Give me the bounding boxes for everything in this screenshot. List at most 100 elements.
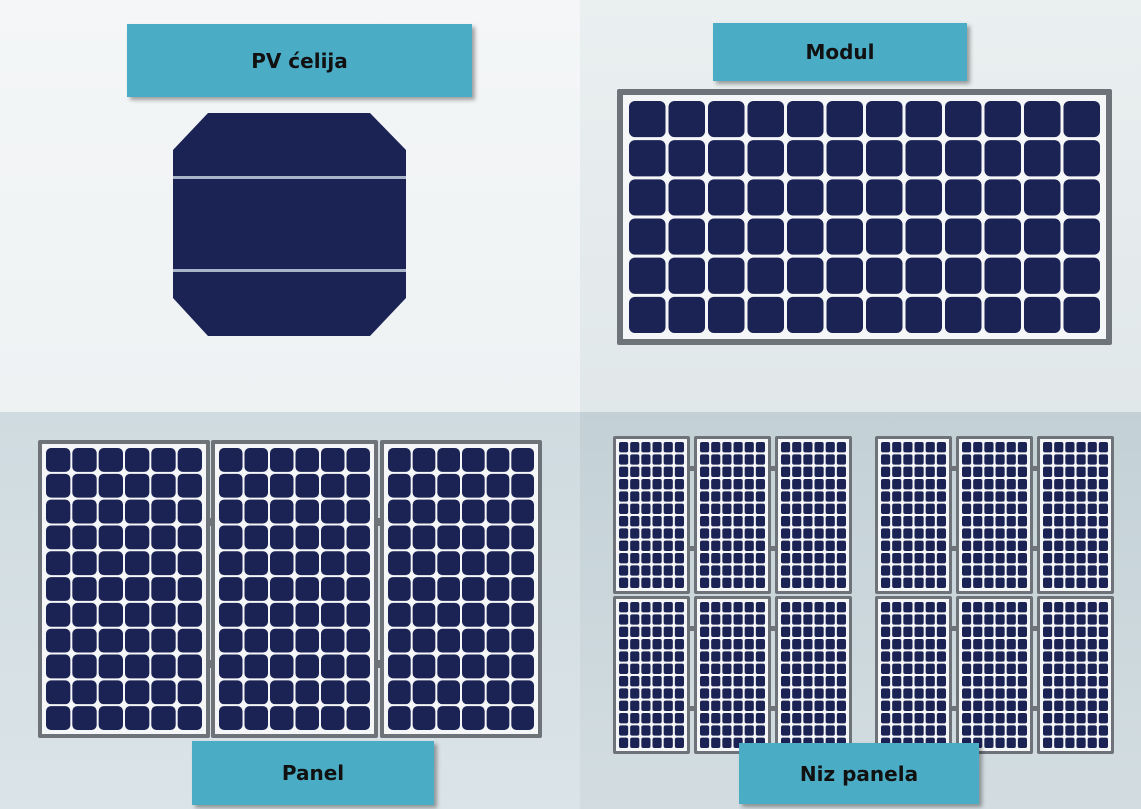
module-cell <box>1043 663 1053 674</box>
module-cell <box>388 499 411 524</box>
module-cell <box>295 551 319 576</box>
module-cell <box>984 614 994 625</box>
module-cell <box>1017 737 1027 748</box>
module-cell <box>866 257 903 294</box>
module-cell <box>1017 553 1027 564</box>
module-cell <box>1065 676 1075 687</box>
module-cell <box>881 491 891 502</box>
module-cell <box>1054 565 1064 576</box>
array-clamp <box>690 706 694 711</box>
module-cell <box>814 688 824 699</box>
module-cell <box>936 491 946 502</box>
module-cell <box>1098 503 1108 514</box>
module-cell <box>1024 296 1061 333</box>
module-cell <box>825 626 835 637</box>
module-cell <box>1087 479 1097 490</box>
module-cell <box>1098 639 1108 650</box>
module-cell <box>1043 602 1053 613</box>
module-cell <box>836 528 846 539</box>
module-cell <box>995 713 1005 724</box>
module-cell <box>244 499 268 524</box>
module-cell <box>1087 454 1097 465</box>
module-cell <box>177 628 202 653</box>
module-cell <box>652 639 662 650</box>
solar-module <box>380 440 542 738</box>
module-cell <box>619 491 629 502</box>
module-cell <box>936 454 946 465</box>
module-cell <box>630 479 640 490</box>
module-cell <box>1098 626 1108 637</box>
module-cell <box>652 614 662 625</box>
module-cell <box>973 639 983 650</box>
module-cell <box>973 454 983 465</box>
module-cell <box>962 651 972 662</box>
module-cell <box>803 503 813 514</box>
module-cell <box>630 737 640 748</box>
module-cell <box>973 688 983 699</box>
module-cell <box>674 737 684 748</box>
module-cell <box>814 454 824 465</box>
module-cell <box>744 577 754 588</box>
module-cell <box>177 706 202 730</box>
module-cell <box>652 503 662 514</box>
module-cell <box>630 553 640 564</box>
module-cell <box>962 688 972 699</box>
module-cell <box>630 688 640 699</box>
module-cell <box>1063 257 1100 294</box>
module-cell <box>836 725 846 736</box>
module-cell <box>733 614 743 625</box>
module-cell <box>652 454 662 465</box>
module-cell <box>925 577 935 588</box>
module-cell <box>630 540 640 551</box>
module-cell <box>674 676 684 687</box>
module-cell <box>151 448 176 472</box>
module-cell <box>984 565 994 576</box>
module-cell <box>630 651 640 662</box>
panel-clamp <box>374 660 383 668</box>
module-cell <box>511 448 534 472</box>
module-cell <box>619 651 629 662</box>
module-cell <box>825 651 835 662</box>
module-cell <box>733 688 743 699</box>
module-cell <box>486 706 510 730</box>
module-cell <box>295 499 319 524</box>
module-cell <box>619 602 629 613</box>
module-cell <box>995 479 1005 490</box>
module-cell <box>663 626 673 637</box>
module-cell <box>733 454 743 465</box>
module-cell <box>98 473 123 498</box>
module-cell <box>1098 725 1108 736</box>
module-cell <box>973 565 983 576</box>
module-cell <box>668 140 705 177</box>
module-cell <box>219 706 243 730</box>
module-cell <box>936 565 946 576</box>
module-cell <box>1017 565 1027 576</box>
module-cell <box>825 614 835 625</box>
module-cell <box>151 706 176 730</box>
module-cell <box>914 540 924 551</box>
module-cell <box>903 466 913 477</box>
module-cell <box>486 448 510 472</box>
module-cell <box>914 676 924 687</box>
module-cell <box>792 540 802 551</box>
module-cell <box>437 473 460 498</box>
module-cell <box>836 491 846 502</box>
module-cell <box>962 676 972 687</box>
module-cell <box>663 454 673 465</box>
module-cell <box>1087 602 1097 613</box>
module-cell <box>652 737 662 748</box>
module-cell <box>1087 639 1097 650</box>
module-cell <box>663 651 673 662</box>
module-cell <box>755 602 765 613</box>
module-cell <box>652 713 662 724</box>
module-cell <box>722 577 732 588</box>
module-cell <box>836 602 846 613</box>
module-cell <box>708 179 745 216</box>
module-cell <box>973 713 983 724</box>
module-cell <box>708 296 745 333</box>
module-cell <box>755 565 765 576</box>
module-cell <box>1087 553 1097 564</box>
module-cell <box>630 503 640 514</box>
module-cell <box>270 654 294 679</box>
module-backsheet <box>959 599 1030 751</box>
